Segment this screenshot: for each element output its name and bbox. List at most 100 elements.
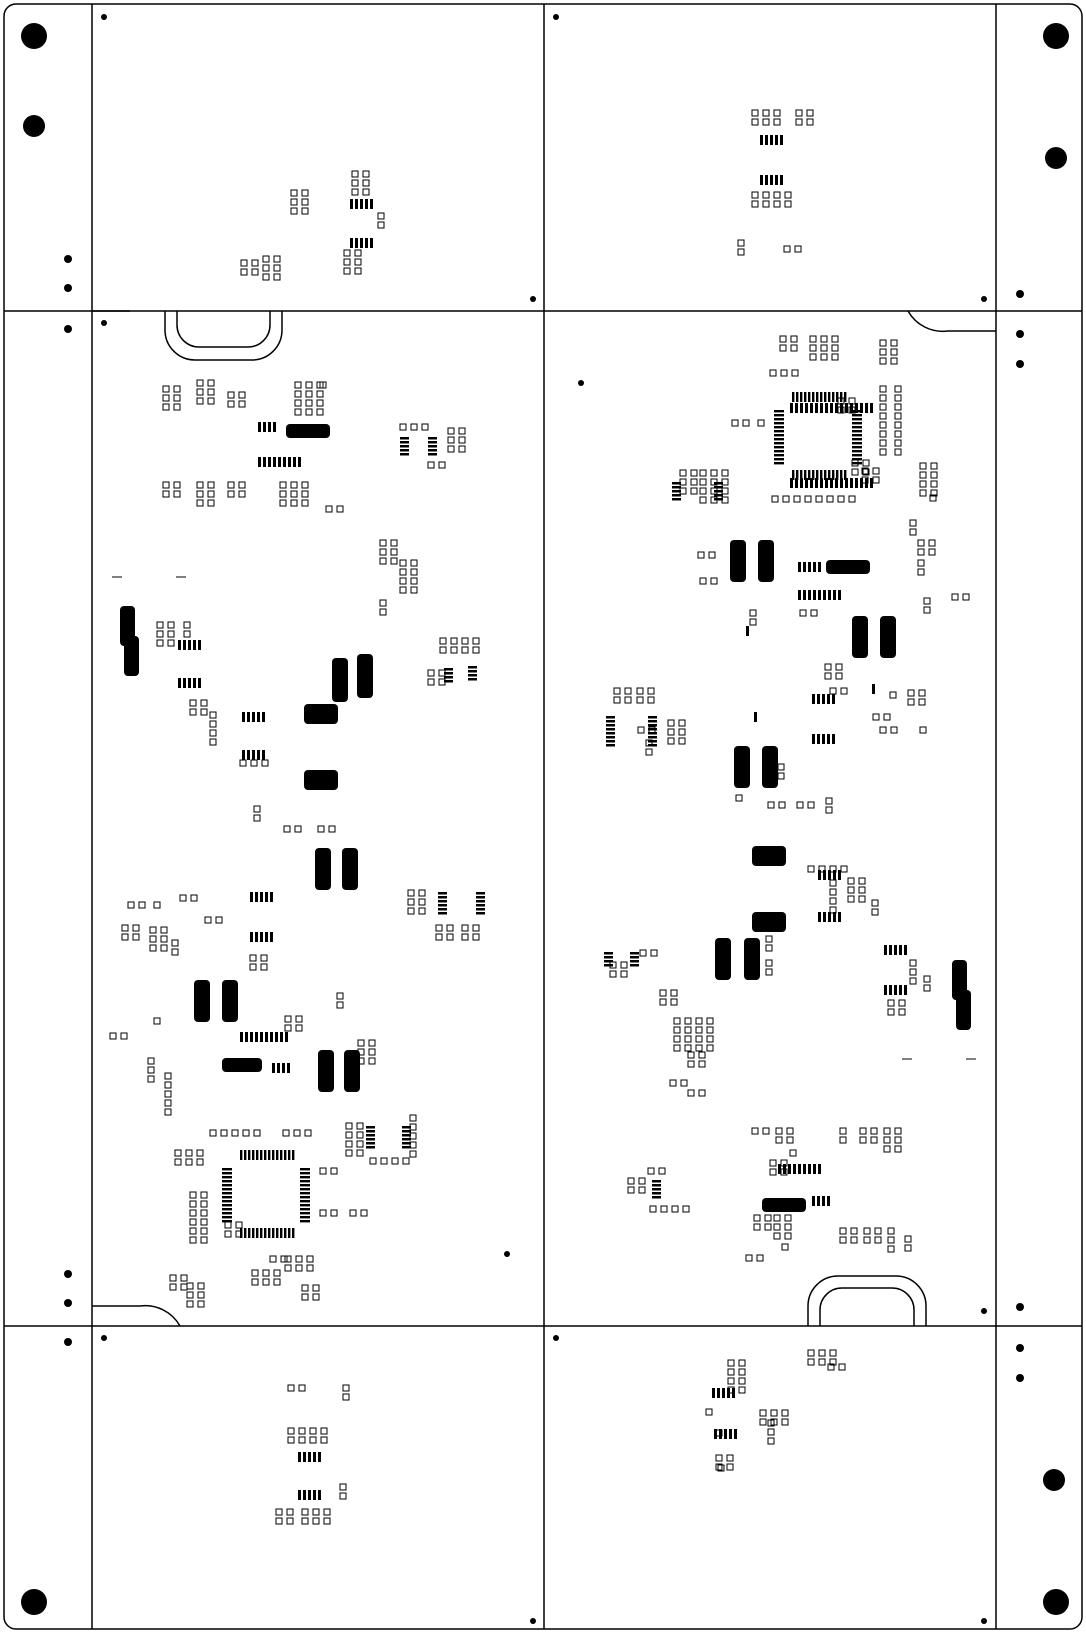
ic-pin — [402, 1130, 411, 1133]
passive-pad — [827, 1363, 835, 1371]
passive-pad — [820, 344, 828, 352]
passive-pad — [183, 630, 191, 638]
passive-pad — [279, 490, 287, 498]
ic-pin — [803, 1164, 806, 1174]
passive-pad — [894, 403, 902, 411]
passive-pad — [769, 1168, 777, 1176]
passive-pad — [909, 519, 917, 527]
ic-pin — [240, 1032, 243, 1042]
passive-pad — [153, 901, 161, 909]
passive-pad — [180, 1283, 188, 1291]
ic-pin — [648, 732, 657, 735]
ic-pin — [850, 403, 853, 413]
passive-pad — [695, 1026, 703, 1034]
passive-pad — [647, 696, 655, 704]
passive-pad — [894, 412, 902, 420]
qfp-pin — [808, 470, 811, 480]
passive-pad — [356, 1131, 364, 1139]
passive-pad — [305, 390, 313, 398]
ic-pin — [652, 1188, 661, 1191]
qfp-pin — [272, 1150, 275, 1160]
qfp-pin — [816, 470, 819, 480]
ic-pin — [365, 199, 368, 209]
passive-pad — [645, 748, 653, 756]
fiducial — [1016, 290, 1024, 298]
passive-pad — [687, 1089, 695, 1097]
passive-pad — [807, 1349, 815, 1357]
ic-pin — [366, 1138, 375, 1141]
passive-pad — [699, 496, 707, 504]
passive-pad — [360, 1209, 368, 1217]
passive-pad — [690, 469, 698, 477]
passive-pad — [786, 1127, 794, 1135]
passive-pad — [450, 646, 458, 654]
passive-pad — [879, 385, 887, 393]
ic-pin — [273, 457, 276, 467]
passive-pad — [671, 1205, 679, 1213]
passive-pad — [295, 1255, 303, 1263]
ic-pin — [260, 1032, 263, 1042]
passive-pad — [207, 397, 215, 405]
passive-pad — [894, 430, 902, 438]
passive-pad — [227, 400, 235, 408]
ic-pin — [265, 932, 268, 942]
passive-pad — [196, 481, 204, 489]
qfp-pin — [222, 1188, 232, 1191]
passive-pad — [287, 1384, 295, 1392]
passive-pad — [848, 495, 856, 503]
passive-pad — [721, 469, 729, 477]
passive-pad — [807, 865, 815, 873]
passive-pad — [917, 548, 925, 556]
qfp-pin — [256, 1228, 259, 1238]
passive-pad — [421, 423, 429, 431]
passive-pad — [323, 1517, 331, 1525]
qfp-pin — [812, 470, 815, 480]
passive-pad — [354, 267, 362, 275]
passive-pad — [262, 255, 270, 263]
ic-pin — [808, 590, 811, 600]
ic-pin — [813, 590, 816, 600]
passive-pad — [638, 1177, 646, 1185]
passive-pad — [251, 1278, 259, 1286]
passive-pad — [260, 954, 268, 962]
fiducial — [504, 1251, 510, 1257]
ic-pin — [268, 422, 271, 432]
qfp-pin — [804, 392, 807, 402]
passive-pad — [399, 568, 407, 576]
ic-pin — [648, 728, 657, 731]
ic-pin — [242, 750, 245, 760]
passive-pad — [815, 495, 823, 503]
ic-pin — [817, 1196, 820, 1206]
ic-pin — [810, 478, 813, 488]
passive-pad — [438, 461, 446, 469]
passive-pad — [253, 814, 261, 822]
ic-pin — [727, 1388, 730, 1398]
tooling-hole — [1043, 23, 1069, 49]
passive-pad — [624, 696, 632, 704]
passive-pad — [883, 1145, 891, 1153]
passive-pad — [284, 1015, 292, 1023]
passive-pad — [447, 436, 455, 444]
passive-pad — [345, 1149, 353, 1157]
qfp-pin — [300, 1196, 310, 1199]
ic-pin — [630, 964, 639, 967]
ic-pin — [832, 694, 835, 704]
qfp-pin — [268, 1150, 271, 1160]
passive-pad — [806, 109, 814, 117]
passive-pad — [171, 939, 179, 947]
passive-pad — [160, 935, 168, 943]
passive-pad — [410, 559, 418, 567]
ic-pin — [604, 960, 613, 963]
passive-pad — [930, 480, 938, 488]
ic-pin — [318, 1452, 321, 1462]
fiducial — [530, 1618, 536, 1624]
passive-pad — [472, 924, 480, 932]
passive-pad — [894, 385, 902, 393]
ic-pin — [604, 952, 613, 955]
power-pad — [762, 746, 778, 788]
qfp-pin — [222, 1212, 232, 1215]
qfp-pin — [852, 450, 862, 453]
passive-pad — [859, 1127, 867, 1135]
passive-pad — [304, 1129, 312, 1137]
passive-pad — [909, 968, 917, 976]
